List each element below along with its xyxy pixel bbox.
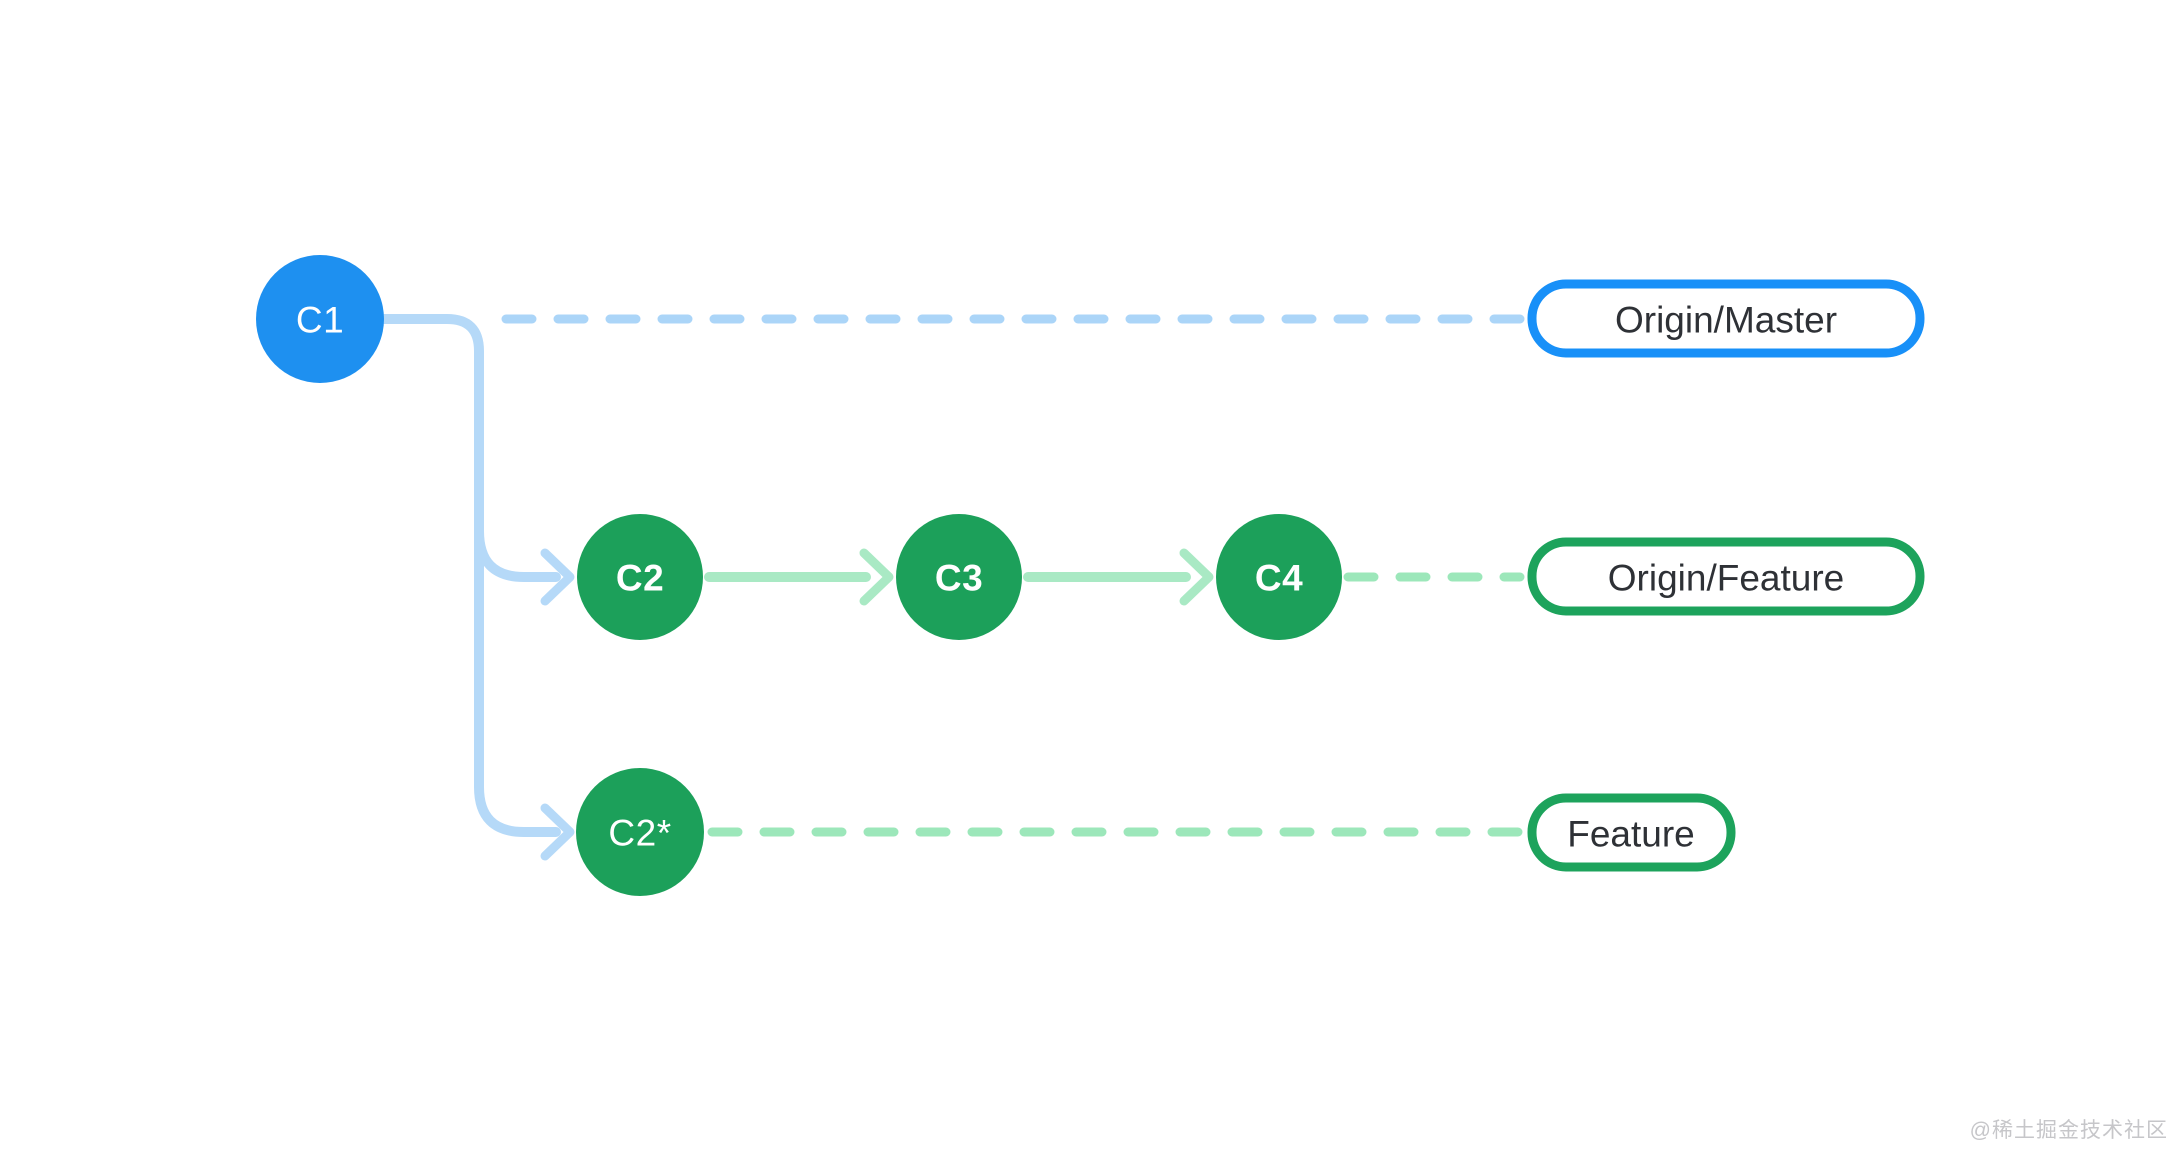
commit-node-c4-circle xyxy=(1216,514,1342,640)
branch-label-feature: Feature xyxy=(1527,793,1736,872)
arrowhead-c2-c3-icon xyxy=(859,548,894,606)
arrowhead-c3-c4-icon xyxy=(1179,548,1214,606)
branch-label-origin-feature-box xyxy=(1527,537,1925,616)
commit-node-c1: C1 xyxy=(256,255,384,383)
branch-label-feature-box xyxy=(1527,793,1736,872)
commit-node-c2-star-label: C2* xyxy=(608,813,671,854)
arrowhead-to-c2-star-icon xyxy=(540,803,575,861)
branch-label-origin-master-box xyxy=(1527,279,1925,358)
commit-node-c2-label: C2 xyxy=(616,558,664,599)
commit-node-c2-star: C2* xyxy=(576,768,704,896)
branch-label-feature-text: Feature xyxy=(1567,814,1695,855)
branch-connector-line xyxy=(379,314,561,837)
commit-node-c3-circle xyxy=(896,514,1022,640)
watermark: @稀土掘金技术社区 xyxy=(1969,1119,2168,1142)
commit-node-c1-label: C1 xyxy=(296,300,344,341)
commit-node-c1-circle xyxy=(256,255,384,383)
commit-node-c4-label: C4 xyxy=(1255,558,1303,599)
commit-node-c3: C3 xyxy=(896,514,1022,640)
arrowhead-to-c2-icon xyxy=(540,548,575,606)
branch-label-origin-feature-text: Origin/Feature xyxy=(1608,558,1845,599)
commit-node-c2-circle xyxy=(577,514,703,640)
branch-label-origin-master-text: Origin/Master xyxy=(1615,300,1837,341)
commit-node-c2-star-circle xyxy=(576,768,704,896)
commit-node-c2: C2 xyxy=(577,514,703,640)
commit-node-c4: C4 xyxy=(1216,514,1342,640)
commit-node-c3-label: C3 xyxy=(935,558,983,599)
branch-label-origin-feature: Origin/Feature xyxy=(1527,537,1925,616)
branch-connector-curve-c2 xyxy=(474,526,561,582)
branch-label-origin-master: Origin/Master xyxy=(1527,279,1925,358)
